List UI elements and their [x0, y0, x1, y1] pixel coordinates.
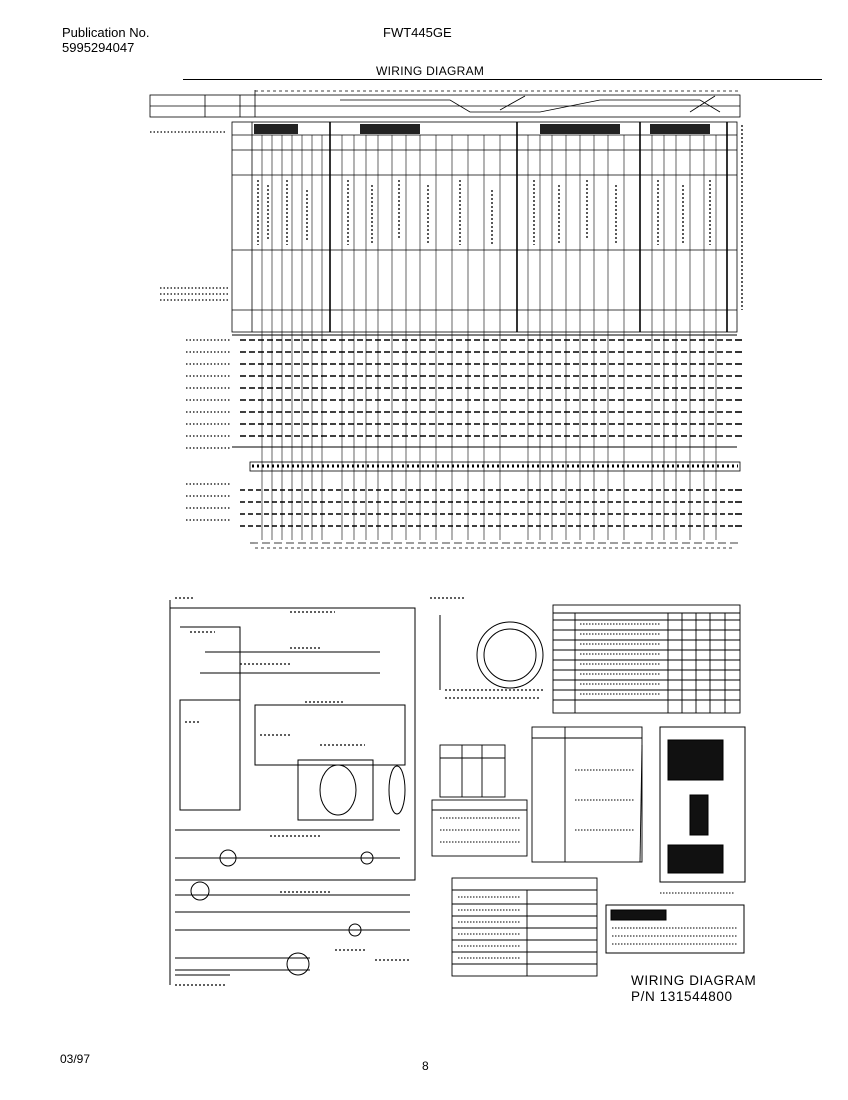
motor-connection — [659, 726, 746, 883]
cycle-headers — [231, 121, 738, 333]
caption-part-number: P/N 131544800 — [631, 989, 733, 1004]
step-text-marks — [257, 125, 743, 310]
publication-number: 5995294047 — [62, 40, 135, 55]
schematic-labels — [175, 597, 545, 986]
timer-sequence-chart — [149, 90, 743, 549]
title-rule — [183, 79, 822, 80]
color-code-table — [451, 877, 598, 977]
motor-control-block — [531, 726, 643, 863]
right-edge-marks — [735, 339, 742, 527]
revision-date: 03/97 — [60, 1052, 91, 1066]
diagram-title: WIRING DIAGRAM — [376, 64, 485, 78]
step-columns — [261, 135, 717, 540]
caption-title: WIRING DIAGRAM — [631, 973, 757, 988]
lid-switch-ring — [439, 615, 544, 690]
pressure-switch-table — [431, 744, 528, 857]
cycle-strip — [149, 90, 741, 118]
component-rows — [232, 334, 737, 448]
motor-rows — [240, 489, 735, 527]
switch-rows — [240, 339, 735, 437]
wiring-diagram-caption: WIRING DIAGRAM P/N 131544800 — [631, 973, 756, 1005]
table-text-texture — [440, 623, 738, 959]
publication-label: Publication No. — [62, 25, 150, 40]
row-labels — [150, 131, 230, 521]
speed-control-table — [552, 604, 741, 714]
page-number: 8 — [422, 1059, 429, 1073]
main-circuit — [169, 600, 416, 985]
warning-box — [605, 904, 745, 954]
model-number: FWT445GE — [383, 25, 452, 40]
